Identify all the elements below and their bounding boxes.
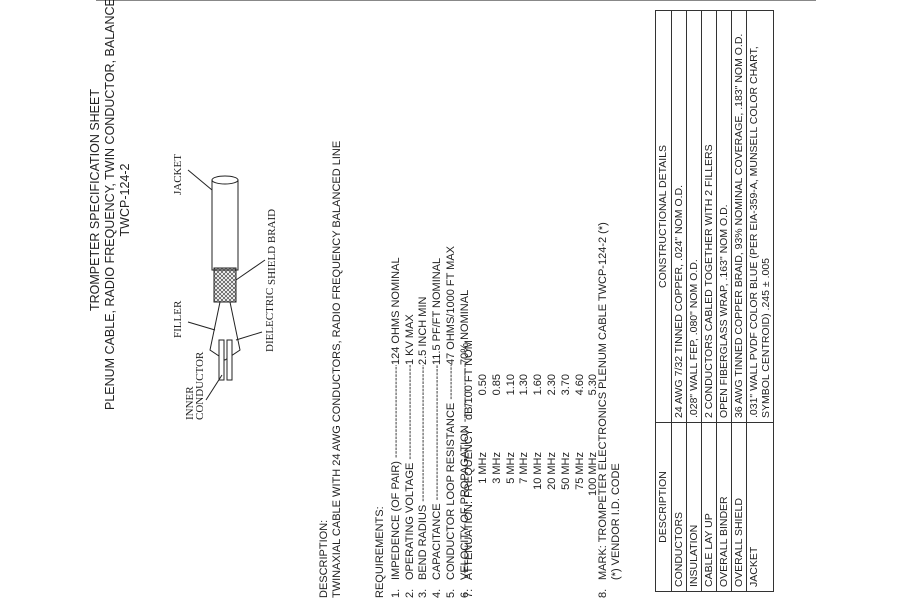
table-row: JACKET.031" WALL PVDF COLOR BLUE (PER EI…	[746, 10, 774, 592]
requirements-block: REQUIREMENTS: 1.IMPEDENCE (OF PAIR)124 O…	[374, 246, 473, 598]
description-label: DESCRIPTION:	[318, 519, 330, 598]
requirement-row: 1.IMPEDENCE (OF PAIR)124 OHMS NOMINAL	[390, 246, 404, 598]
conductor-leader	[205, 374, 223, 401]
label-inner-conductor-2: CONDUCTOR	[194, 351, 206, 420]
cable-diagram-drawing	[187, 169, 266, 401]
title-line-3: TWCP-124-2	[118, 163, 132, 237]
requirement-row: 4.CAPACITANCE11.5 PF/FT NOMINAL	[431, 246, 445, 598]
requirements-label: REQUIREMENTS:	[374, 506, 386, 598]
shield-braid-shape	[213, 267, 237, 303]
label-dielectric: DIELECTRIC	[264, 287, 276, 352]
label-shield-braid: SHIELD BRAID	[266, 208, 278, 285]
filler-shape	[209, 301, 241, 361]
cable-diagram: JACKET SHIELD BRAID FILLER DIELECTRIC IN…	[170, 154, 290, 420]
top-divider	[96, 0, 816, 1]
attenuation-header: 7. ATTENUATION: FREQUENCY dB/100 FT NOM	[463, 340, 475, 598]
label-filler: FILLER	[172, 300, 184, 338]
description-text: TWINAXIAL CABLE WITH 24 AWG CONDUCTORS, …	[331, 140, 343, 598]
requirement-row: 3.BEND RADIUS2.5 INCH MIN	[417, 246, 431, 598]
description-block: DESCRIPTION: TWINAXIAL CABLE WITH 24 AWG…	[318, 141, 344, 598]
braid-leader	[235, 259, 266, 281]
table-row: INSULATION.028" WALL FEP, .080" NOM O.D.	[686, 10, 702, 592]
mark-line-1: MARK: TROMPETER ELECTRONICS PLENUM CABLE…	[597, 222, 609, 580]
table-header-description: DESCRIPTION	[655, 422, 672, 592]
title-block: TROMPETER SPECIFICATION SHEET PLENUM CAB…	[88, 0, 133, 410]
requirement-row: 2.OPERATING VOLTAGE1 KV MAX	[404, 246, 418, 598]
inner-conductor-2	[226, 339, 233, 381]
table-header-row: DESCRIPTION CONSTRUCTIONAL DETAILS	[655, 10, 672, 592]
jacket-shape	[211, 179, 239, 271]
table-header-details: CONSTRUCTIONAL DETAILS	[655, 10, 672, 423]
dielectric-leader	[235, 331, 263, 341]
mark-line-2: (*) VENDOR I.D. CODE	[610, 463, 622, 580]
construction-table: DESCRIPTION CONSTRUCTIONAL DETAILS CONDU…	[655, 10, 774, 592]
inner-conductor-1	[218, 339, 225, 381]
mark-block: 8. MARK: TROMPETER ELECTRONICS PLENUM CA…	[597, 222, 622, 598]
jacket-leader	[187, 169, 213, 191]
requirement-row: 5.CONDUCTOR LOOP RESISTANCE47 OHMS/1000 …	[445, 246, 459, 598]
label-jacket: JACKET	[172, 154, 184, 195]
jacket-end	[211, 175, 239, 185]
title-line-2: PLENUM CABLE, RADIO FREQUENCY, TWIN COND…	[103, 0, 117, 410]
filler-leader	[187, 321, 216, 331]
title-line-1: TROMPETER SPECIFICATION SHEET	[88, 89, 102, 312]
